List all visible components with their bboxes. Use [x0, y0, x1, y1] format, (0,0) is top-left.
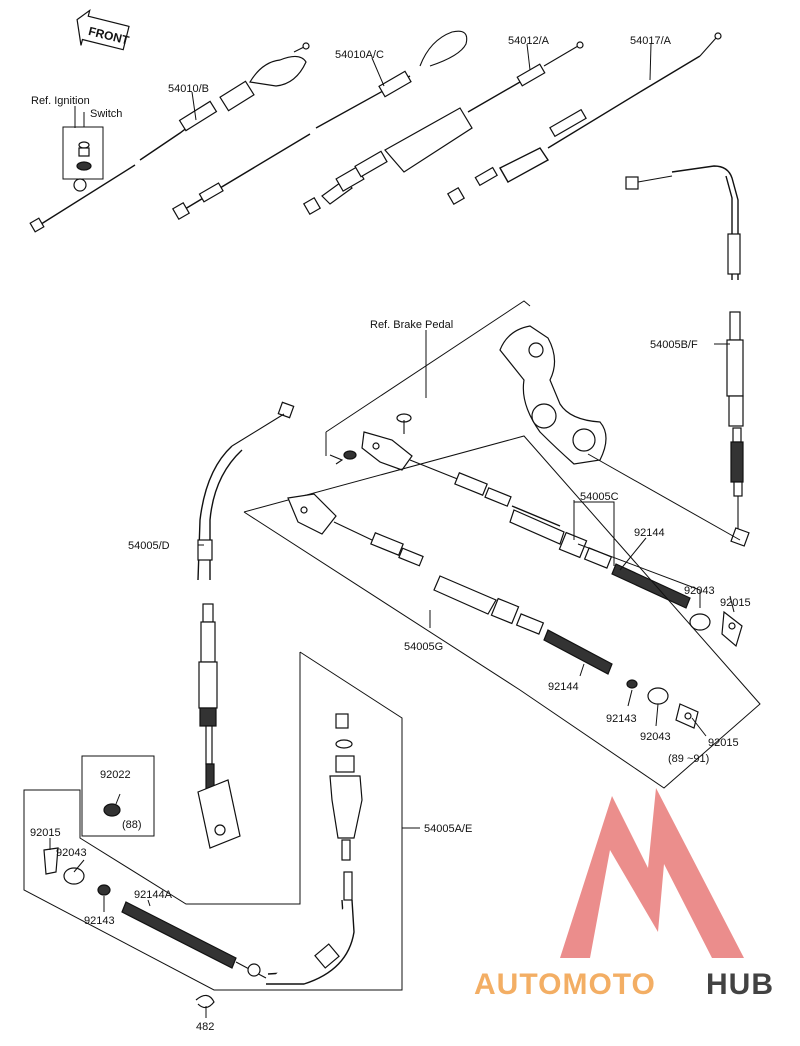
label-54005g: 54005G	[404, 641, 443, 653]
throttle-cable-54010ac	[171, 30, 468, 221]
cable-54005c	[409, 459, 691, 609]
label-88: (88)	[122, 819, 142, 831]
cable-54005g	[243, 435, 761, 789]
cable-54017a	[446, 32, 722, 206]
label-92043-mid: 92043	[640, 731, 671, 743]
label-ref-ignition-switch: Switch	[90, 108, 122, 120]
cable-54012a	[302, 41, 584, 216]
label-92144a: 92144A	[134, 889, 173, 901]
part-labels: Ref. Ignition Switch 54010/B 54010A/C 54…	[30, 35, 751, 1033]
lower-left-parts	[43, 755, 155, 896]
cable-54005d	[197, 401, 295, 849]
label-ref-brake-pedal: Ref. Brake Pedal	[370, 319, 453, 331]
label-54012a: 54012/A	[508, 35, 550, 47]
label-92043-upper: 92043	[684, 585, 715, 597]
brake-pedal-ref-lines	[325, 300, 531, 456]
label-54005ae: 54005A/E	[424, 823, 472, 835]
label-years: (89 ~91)	[668, 753, 709, 765]
label-54005c: 54005C	[580, 491, 619, 503]
label-54005d: 54005/D	[128, 540, 170, 552]
label-482: 482	[196, 1021, 214, 1033]
label-92015-upper: 92015	[720, 597, 751, 609]
label-54010b: 54010/B	[168, 83, 209, 95]
label-92015-mid: 92015	[708, 737, 739, 749]
lower-adjuster-parts	[626, 679, 699, 729]
label-92043-low: 92043	[56, 847, 87, 859]
automotohub-watermark: AUTOMOTO HUB	[474, 788, 774, 1001]
upper-adjuster-parts	[689, 610, 743, 648]
ignition-switch-parts	[62, 112, 104, 180]
watermark-logo-icon	[560, 788, 744, 958]
brake-pedal-bracket	[499, 325, 741, 541]
upper-clevis-parts	[329, 413, 413, 471]
brake-cable-54005bf	[625, 165, 750, 547]
label-92022: 92022	[100, 769, 131, 781]
label-ref-ignition: Ref. Ignition	[31, 95, 90, 107]
leader-lines	[49, 43, 735, 1018]
label-54010ac: 54010A/C	[335, 49, 384, 61]
label-54005bf: 54005B/F	[650, 339, 698, 351]
watermark-text-hub: HUB	[706, 968, 774, 1001]
label-92144-mid: 92144	[548, 681, 579, 693]
label-92015-low: 92015	[30, 827, 61, 839]
label-54017a: 54017/A	[630, 35, 672, 47]
label-92143-low: 92143	[84, 915, 115, 927]
label-92143-mid: 92143	[606, 713, 637, 725]
watermark-text-automoto: AUTOMOTO	[474, 968, 656, 1001]
cable-54005ae	[23, 651, 403, 1009]
ignition-cable-54010b	[29, 42, 310, 233]
label-92144-upper: 92144	[634, 527, 665, 539]
front-direction-badge: FRONT	[76, 8, 131, 51]
